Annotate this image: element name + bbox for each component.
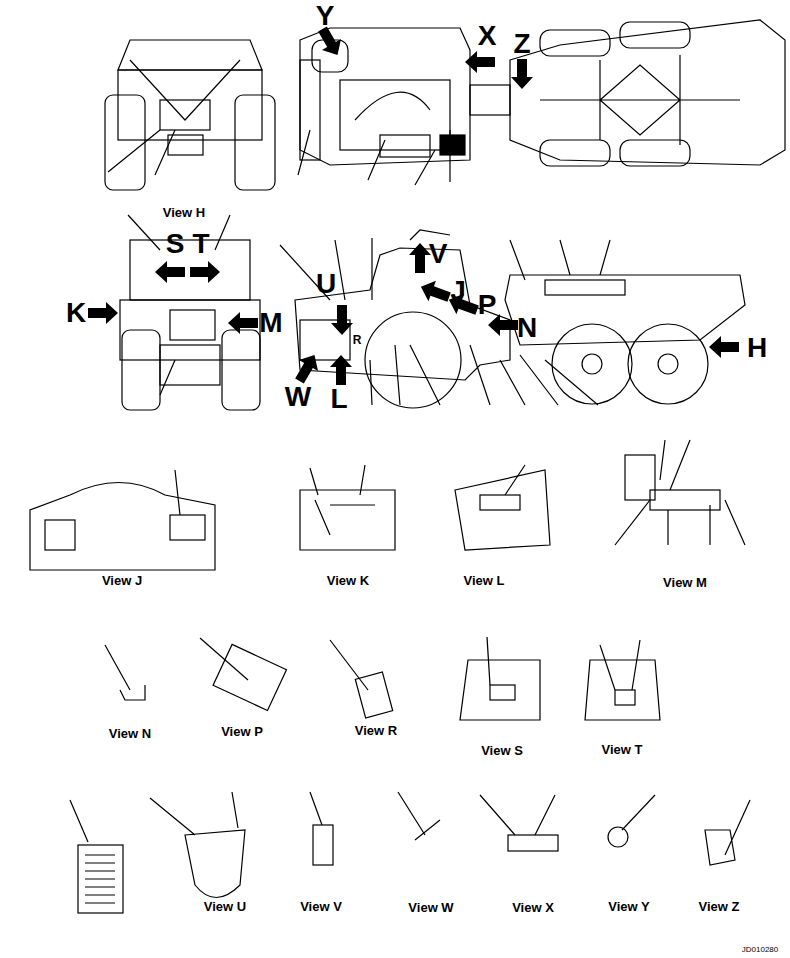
view-label: View X	[512, 901, 554, 914]
view-label: View M	[663, 576, 707, 589]
view-letter: M	[259, 309, 282, 337]
leader-lines	[108, 130, 610, 405]
view-letter: L	[330, 385, 347, 413]
view-label: View T	[602, 743, 643, 756]
view-letter: Z	[513, 30, 530, 58]
view-label: View L	[464, 574, 505, 587]
view-label: View N	[109, 727, 151, 740]
view-arrows	[88, 24, 739, 387]
view-label: View Z	[699, 900, 740, 913]
view-label: JD010280	[742, 946, 778, 954]
view-letter: Y	[316, 2, 335, 30]
view-letter: W	[285, 383, 311, 411]
view-label: View U	[204, 900, 246, 913]
view-letter: V	[429, 240, 448, 268]
view-letter: N	[517, 314, 537, 342]
view-letter: U	[316, 270, 336, 298]
view-label: View P	[221, 725, 263, 738]
view-letter: H	[747, 334, 767, 362]
detail-views	[30, 440, 750, 913]
front-view	[120, 240, 260, 410]
view-label: View Y	[608, 900, 649, 913]
view-label: View V	[300, 900, 342, 913]
view-letter: P	[478, 291, 497, 319]
view-label: View R	[355, 724, 397, 737]
view-label: View J	[102, 574, 142, 587]
view-letter: T	[192, 230, 209, 258]
view-label: View S	[481, 744, 523, 757]
view-label: View H	[163, 206, 205, 219]
side-view	[295, 230, 745, 408]
view-label: View K	[327, 574, 369, 587]
top-view	[300, 20, 785, 166]
rear-view	[105, 40, 275, 190]
view-letter: J	[450, 277, 466, 305]
view-letter: K	[66, 299, 86, 327]
view-letter: X	[478, 22, 497, 50]
view-label: View W	[408, 901, 453, 914]
view-label: R	[353, 334, 362, 346]
view-letter: S	[166, 230, 185, 258]
